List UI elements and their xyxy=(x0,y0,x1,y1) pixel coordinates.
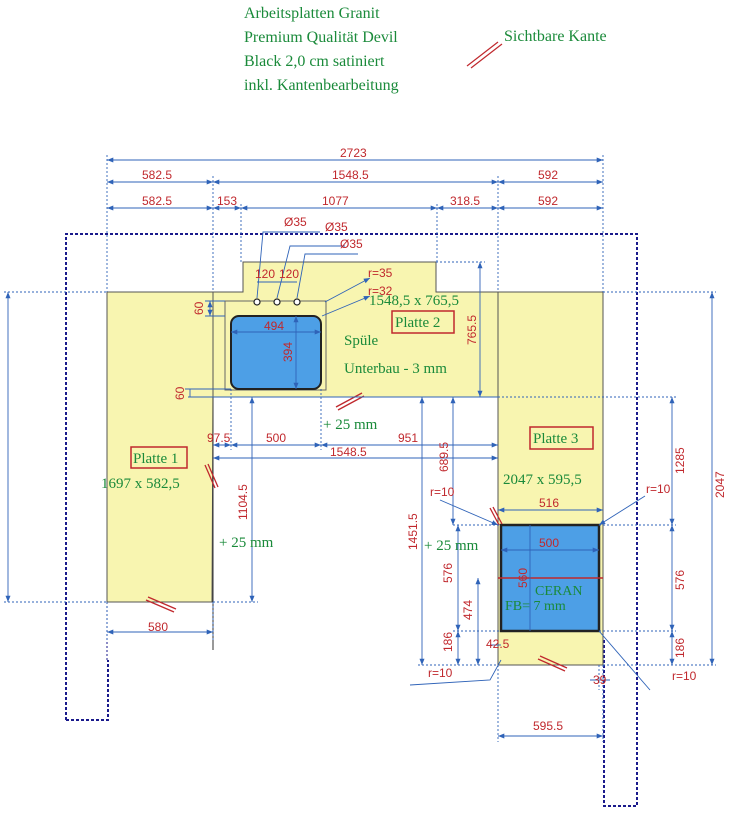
header-line-4: inkl. Kantenbearbeitung xyxy=(244,77,399,94)
dim-42: 42.5 xyxy=(486,637,510,651)
dim-97: 97.5 xyxy=(207,431,231,445)
plate-2-name: Platte 2 xyxy=(395,315,440,331)
dim-120-b: 120 xyxy=(279,267,299,281)
dim-top-right: 592 xyxy=(538,168,558,182)
dim-r35: r=35 xyxy=(368,266,393,280)
plate-3-size: 2047 x 595,5 xyxy=(503,472,582,488)
plate-2-size: 1548,5 x 765,5 xyxy=(369,293,459,309)
dim-318: 318.5 xyxy=(450,194,480,208)
dim-186-left: 186 xyxy=(441,632,455,652)
dim-394: 394 xyxy=(281,342,295,362)
dim-500-cooktop: 500 xyxy=(539,536,559,550)
plate-3-name: Platte 3 xyxy=(533,431,578,447)
header-text: Arbeitsplatten Granit Premium Qualität D… xyxy=(244,2,484,98)
ceran-label: CERAN xyxy=(535,584,582,599)
dim-row2-left: 582.5 xyxy=(142,194,172,208)
dim-d35-a: Ø35 xyxy=(284,215,307,229)
dim-39: 39 xyxy=(593,673,607,687)
dim-153: 153 xyxy=(217,194,237,208)
dim-1285: 1285 xyxy=(673,447,687,474)
wall-outline xyxy=(65,233,638,807)
dim-474: 474 xyxy=(461,600,475,620)
visible-edge-legend: Sichtbare Kante xyxy=(504,28,607,45)
dim-951: 951 xyxy=(398,431,418,445)
dim-r10-d: r=10 xyxy=(672,669,697,683)
dim-494: 494 xyxy=(264,319,284,333)
plate-1-box xyxy=(130,446,188,469)
dim-576-left: 576 xyxy=(441,563,455,583)
dim-765: 765.5 xyxy=(465,315,479,345)
dimension-values: 2723 582.5 1548.5 592 582.5 153 1077 318… xyxy=(0,146,727,733)
dim-689: 689.5 xyxy=(437,442,451,472)
header-line-3: Black 2,0 cm satiniert xyxy=(244,53,385,70)
plate-1-name: Platte 1 xyxy=(133,451,178,467)
plate-1-size: 1697 x 582,5 xyxy=(101,476,180,492)
tap-holes xyxy=(253,298,301,306)
dim-r10-a: r=10 xyxy=(430,485,455,499)
dim-top-left: 582.5 xyxy=(142,168,172,182)
dim-595: 595.5 xyxy=(533,719,563,733)
dim-500-sink: 500 xyxy=(266,431,286,445)
header-line-1: Arbeitsplatten Granit xyxy=(244,5,380,22)
header-line-2: Premium Qualität Devil xyxy=(244,29,398,46)
plus-25-label-c: + 25 mm xyxy=(424,538,479,554)
dim-560: 560 xyxy=(516,568,530,588)
plate-2-box xyxy=(391,310,455,334)
dimension-lines xyxy=(4,155,716,742)
dim-r10-b: r=10 xyxy=(428,666,453,680)
visible-edge-icon xyxy=(466,41,503,69)
dim-row2-right: 592 xyxy=(538,194,558,208)
dim-2047: 2047 xyxy=(713,471,727,498)
plus-25-label-b: + 25 mm xyxy=(219,535,274,551)
sink-label: Spüle xyxy=(344,333,379,349)
dim-d35-b: Ø35 xyxy=(325,220,348,234)
plate-3-box xyxy=(529,426,594,450)
dim-r32: r=32 xyxy=(368,284,393,298)
dim-516: 516 xyxy=(539,496,559,510)
dim-186-right: 186 xyxy=(673,638,687,658)
fb-label: FB= 7 mm xyxy=(505,599,566,614)
dim-60-bottom: 60 xyxy=(173,386,187,400)
plus-25-label-a: + 25 mm xyxy=(323,417,378,433)
dim-total-width: 2723 xyxy=(340,146,367,160)
dim-d35-c: Ø35 xyxy=(340,237,363,251)
dim-1104: 1104.5 xyxy=(236,484,250,520)
dim-1548-lower: 1548.5 xyxy=(330,445,367,459)
dim-top-mid: 1548.5 xyxy=(332,168,369,182)
dim-1451: 1451.5 xyxy=(406,513,420,550)
dim-1077: 1077 xyxy=(322,194,349,208)
dim-120-a: 120 xyxy=(255,267,275,281)
dim-576-right: 576 xyxy=(673,570,687,590)
dim-r10-c: r=10 xyxy=(646,482,671,496)
dim-left-cut: 1697 xyxy=(0,431,3,458)
underbody-label: Unterbau - 3 mm xyxy=(344,361,447,377)
dim-580: 580 xyxy=(148,620,168,634)
dim-60-top: 60 xyxy=(192,301,206,315)
